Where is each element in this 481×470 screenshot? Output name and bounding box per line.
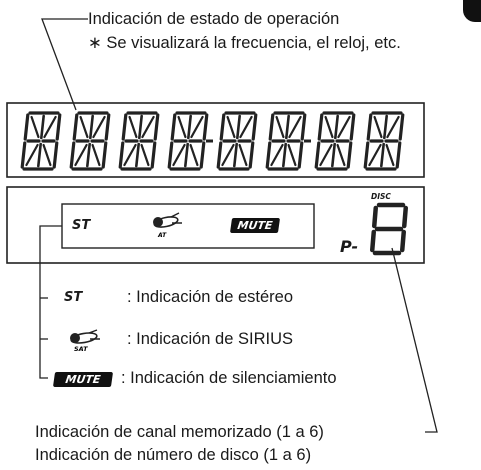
segment-digit: [363, 111, 405, 171]
preset-label: P-: [340, 237, 359, 256]
stereo-indicator: ST: [72, 218, 91, 233]
preset-channel-label: Indicación de canal memorizado (1 a 6): [35, 423, 324, 441]
corner-tab: [463, 0, 481, 22]
segment-digit: [118, 111, 160, 171]
legend-mute-symbol: MUTE: [52, 372, 114, 387]
mute-indicator: MUTE: [229, 218, 281, 233]
segment-digit: [69, 111, 111, 171]
sirius-icon: AT: [153, 212, 182, 239]
preset-digit: [370, 202, 408, 256]
legend-sirius-text: SAT: [74, 345, 88, 353]
legend-stereo-symbol: ST: [64, 290, 83, 305]
segment-digit: [265, 111, 307, 171]
disc-label: DISC: [371, 192, 391, 201]
legend-sirius-icon: SAT: [70, 329, 100, 353]
segment-digit: [216, 111, 258, 171]
segment-digit: [20, 111, 62, 171]
legend-mute-text: : Indicación de silenciamiento: [121, 369, 337, 387]
segment-digit: [314, 111, 356, 171]
disc-number-label: Indicación de número de disco (1 a 6): [35, 446, 312, 464]
display-note: ∗ Se visualizará la frecuencia, el reloj…: [88, 34, 401, 52]
legend-stereo-text: : Indicación de estéreo: [127, 288, 294, 306]
sirius-icon-text: AT: [157, 232, 167, 239]
legend-sirius-text: : Indicación de SIRIUS: [127, 330, 293, 348]
segment-digit: [167, 111, 209, 171]
segment-digits: [20, 111, 405, 171]
operation-status-label: Indicación de estado de operación: [88, 10, 340, 28]
